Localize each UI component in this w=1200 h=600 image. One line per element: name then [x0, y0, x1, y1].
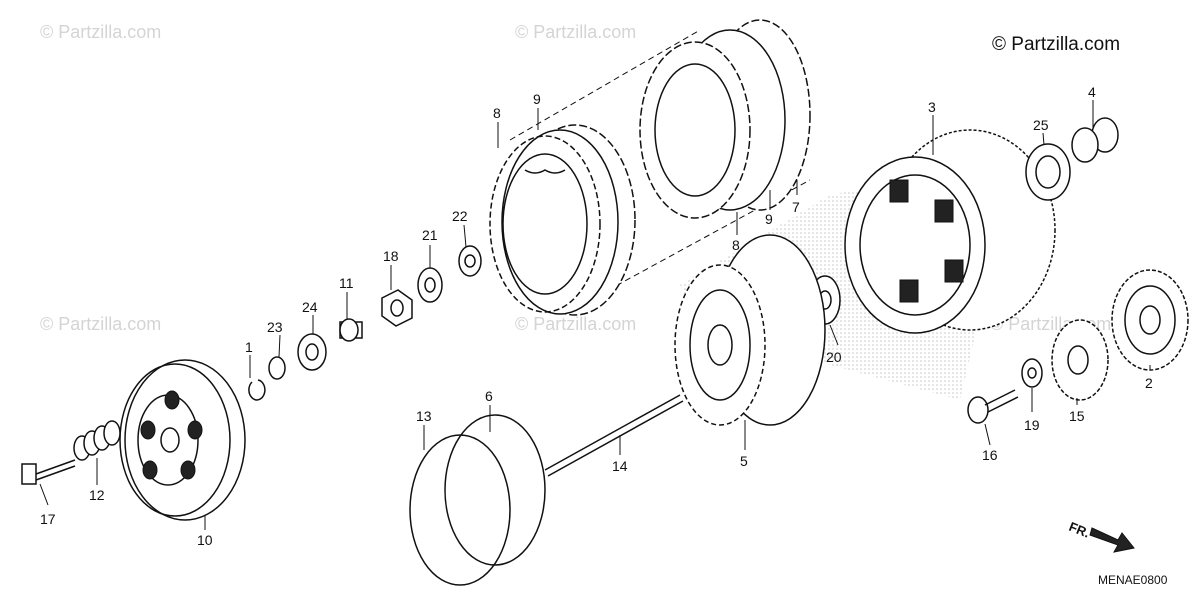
part-number-label[interactable]: 9 [765, 211, 773, 227]
part-number-label[interactable]: 17 [40, 511, 56, 527]
part-number-label[interactable]: 8 [493, 105, 501, 121]
part-number-label[interactable]: 13 [416, 408, 432, 424]
lifter-rod [544, 394, 684, 477]
part-number-label[interactable]: 14 [612, 458, 628, 474]
small-washer [1021, 358, 1043, 388]
ball-bearing [297, 333, 327, 371]
clutch-disc-stack [489, 124, 636, 316]
part-number-label[interactable]: 9 [533, 91, 541, 107]
primary-drive-gear [1111, 269, 1189, 371]
part-number-label[interactable]: 6 [485, 388, 493, 404]
part-number-label[interactable]: 20 [826, 349, 842, 365]
part-number-label[interactable]: 18 [383, 248, 399, 264]
clutch-center [674, 234, 826, 426]
diagram-code: MENAE0800 [1098, 573, 1168, 587]
watermark-text: © Partzilla.com [515, 22, 636, 42]
lock-nut [381, 289, 413, 327]
clutch-spring [73, 420, 121, 461]
part-number-label[interactable]: 16 [982, 447, 998, 463]
oil-pump-drive-gear [1051, 319, 1109, 401]
o-ring [409, 434, 511, 586]
part-number-label[interactable]: 1 [245, 339, 253, 355]
gear-bolt [967, 389, 1019, 424]
needle-bearing [1025, 143, 1071, 201]
part-number-label[interactable]: 19 [1024, 417, 1040, 433]
lock-washer [417, 267, 443, 303]
o-ring [444, 414, 546, 566]
thrust-washer [268, 356, 286, 380]
plain-washer [458, 245, 482, 277]
lifter-piece [339, 318, 363, 342]
guide-line [589, 179, 811, 301]
part-number-label[interactable]: 10 [197, 532, 213, 548]
clutch-disc-stack [639, 19, 811, 219]
front-label: FR. [1067, 519, 1092, 541]
part-number-label[interactable]: 12 [89, 487, 105, 503]
clutch-outer [844, 129, 1056, 334]
leader-lines [39, 100, 1151, 530]
flange-bolt [21, 459, 76, 485]
watermark-text: © Partzilla.com [515, 314, 636, 334]
part-number-label[interactable]: 4 [1088, 84, 1096, 100]
pressure-plate [119, 359, 246, 521]
part-number-label[interactable]: 24 [302, 299, 318, 315]
watermark-text: © Partzilla.com [40, 22, 161, 42]
watermark-text: © Partzilla.com [40, 314, 161, 334]
part-number-label[interactable]: 3 [928, 99, 936, 115]
part-number-label[interactable]: 8 [732, 237, 740, 253]
part-number-label[interactable]: 5 [740, 453, 748, 469]
guide-collar [1071, 117, 1119, 163]
part-number-label[interactable]: 22 [452, 208, 468, 224]
part-number-label[interactable]: 15 [1069, 408, 1085, 424]
arrow-icon [1089, 527, 1135, 553]
copyright-text: © Partzilla.com [992, 34, 1120, 55]
part-number-label[interactable]: 23 [267, 319, 283, 335]
circlip [248, 379, 266, 401]
part-number-label[interactable]: 2 [1145, 375, 1153, 391]
part-number-label[interactable]: 11 [339, 275, 354, 291]
guide-line [509, 29, 701, 141]
front-direction-indicator: FR. [1067, 519, 1135, 553]
part-number-label[interactable]: 25 [1033, 117, 1049, 133]
part-number-label[interactable]: 7 [792, 199, 800, 215]
part-number-label[interactable]: 21 [422, 227, 438, 243]
